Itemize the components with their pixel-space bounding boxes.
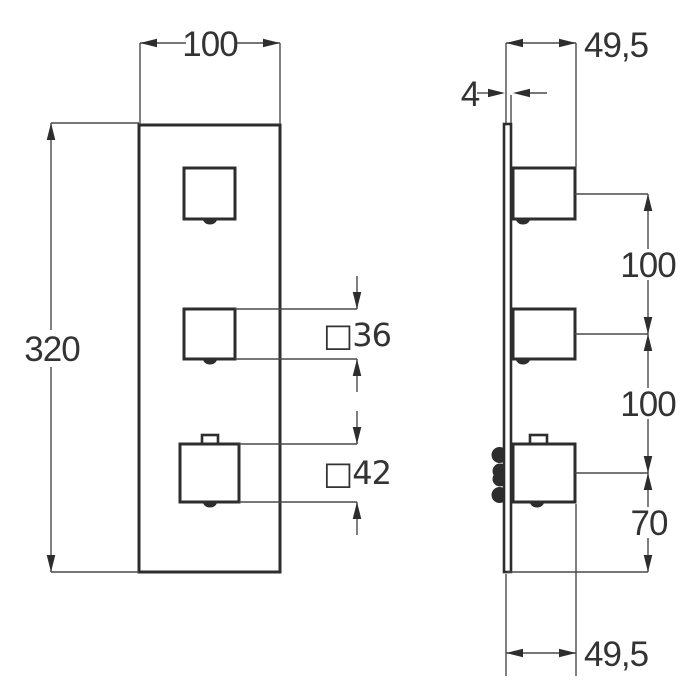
arrow-right-icon — [488, 88, 505, 98]
side-plate — [502, 122, 513, 574]
arrow-left-icon — [506, 38, 523, 48]
front-knob-middle-notch — [203, 359, 218, 365]
arrow-up-icon — [643, 473, 653, 490]
front-knob-top — [182, 166, 237, 221]
dim-depth-top-label: 49,5 — [584, 26, 648, 65]
dim-front-width-label: 100 — [182, 25, 238, 64]
arrow-up-icon — [352, 502, 362, 519]
dim-depth-bottom-label: 49,5 — [584, 635, 648, 674]
dim-bottom-offset-label: 70 — [631, 504, 668, 543]
arrow-left-icon — [140, 38, 157, 48]
arrow-down-icon — [643, 555, 653, 572]
arrow-down-icon — [643, 317, 653, 334]
dim-spacing-top-label: 100 — [620, 246, 676, 285]
front-knob-bottom-notch — [203, 502, 218, 508]
arrow-down-icon — [352, 292, 362, 309]
side-knob-middle-notch — [516, 359, 530, 365]
arrow-right-icon — [559, 648, 576, 658]
arrow-left-icon — [506, 648, 523, 658]
arrow-up-icon — [46, 123, 56, 140]
side-knob-middle — [511, 307, 577, 361]
dim-handle-small-label: □36 — [323, 316, 391, 354]
side-knob-top — [511, 166, 577, 221]
side-knob-bottom — [511, 442, 577, 504]
dim-front-width: 100 — [139, 25, 281, 124]
dim-handle-large-label: □42 — [323, 454, 391, 492]
front-view — [137, 123, 282, 574]
front-knob-middle — [182, 307, 237, 361]
arrow-up-icon — [643, 334, 653, 351]
arrow-down-icon — [46, 555, 56, 572]
arrow-down-icon — [643, 456, 653, 473]
arrow-right-icon — [263, 38, 280, 48]
arrow-down-icon — [352, 427, 362, 444]
arrow-right-icon — [559, 38, 576, 48]
arrow-up-icon — [352, 359, 362, 376]
side-knob-top-notch — [516, 219, 530, 225]
dim-depth-bottom: 49,5 — [505, 504, 649, 676]
side-view — [491, 122, 577, 574]
dim-plate-thickness-label: 4 — [461, 75, 480, 114]
dim-front-height: 320 — [24, 122, 139, 573]
dim-depth-top: 49,5 — [505, 26, 649, 167]
dim-spacing-chain: 100 100 70 — [507, 193, 677, 573]
dim-plate-thickness: 4 — [461, 75, 547, 123]
dim-handle-small: □36 — [235, 276, 392, 392]
side-knob-bottom-notch — [530, 502, 544, 508]
dim-spacing-bottom-label: 100 — [620, 385, 676, 424]
arrow-left-icon — [513, 88, 530, 98]
dim-front-height-label: 320 — [24, 330, 80, 369]
front-knob-top-notch — [203, 219, 218, 225]
front-knob-bottom — [178, 442, 241, 504]
dim-handle-large: □42 — [239, 411, 392, 535]
arrow-up-icon — [643, 194, 653, 211]
